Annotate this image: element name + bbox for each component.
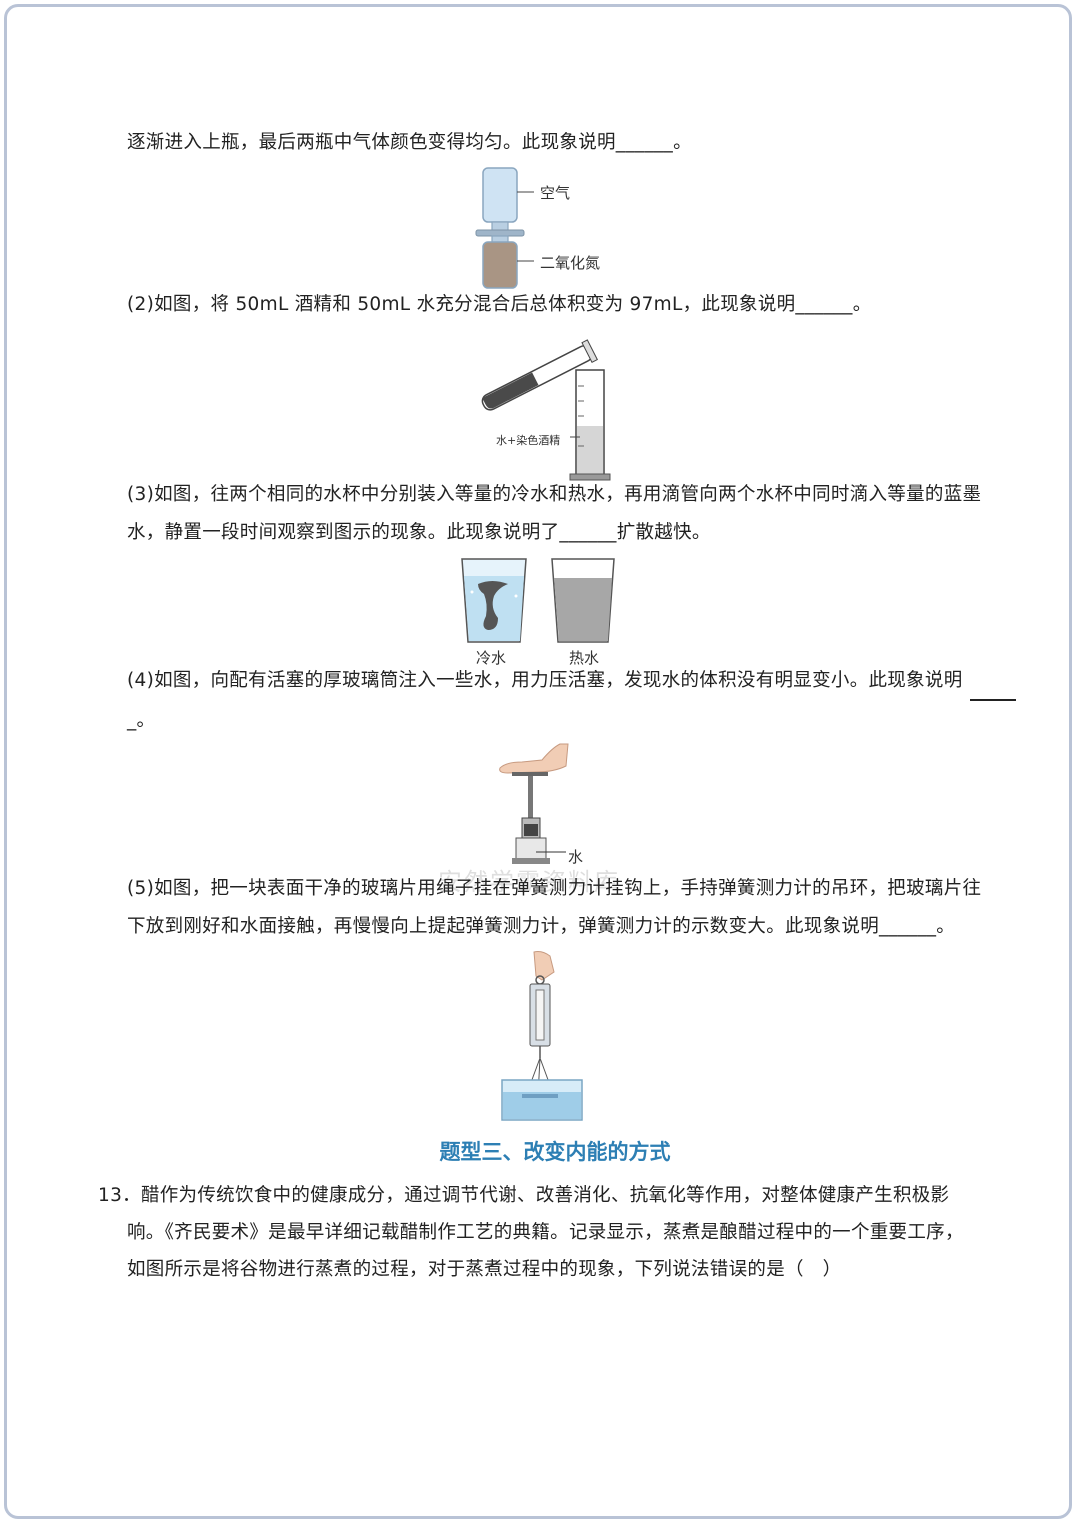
question-3-line1: (3)如图，往两个相同的水杯中分别装入等量的冷水和热水，再用滴管向两个水杯中同时… [127,484,982,505]
piston-figure [499,743,569,864]
question-4-line1: (4)如图，向配有活塞的厚玻璃筒注入一些水，用力压活塞，发现水的体积没有明显变小… [127,670,963,691]
water-cups-figure [461,558,615,643]
question-5-line2: 下放到刚好和水面接触，再慢慢向上提起弹簧测力计，弹簧测力计的示数变大。此现象说明… [127,916,956,937]
mixing-cylinder-figure [481,339,611,481]
water-label: 水 [568,848,584,866]
watermark: 安然学霸资料库 [438,868,620,896]
question-13-line3: 如图所示是将谷物进行蒸煮的过程，对于蒸煮过程中的现象，下列说法错误的是（ ） [127,1259,842,1280]
cold-water-label: 冷水 [476,649,507,667]
question-4-line2: _。 [127,710,156,731]
answer-blank [970,699,1016,701]
water-alcohol-label: 水+染色酒精 [496,434,561,447]
question-13-line2: 响。《齐民要术》是最早详细记载醋制作工艺的典籍。记录显示，蒸煮是酿醋过程中的一个… [127,1222,964,1243]
question-5-line1: (5)如图，把一块表面干净的玻璃片用绳子挂在弹簧测力计挂钩上，手持弹簧测力计的吊… [127,878,982,899]
air-label: 空气 [540,184,571,202]
question-3-line2: 水，静置一段时间观察到图示的现象。此现象说明了______扩散越快。 [127,522,711,543]
page-frame [4,4,1072,1519]
section-heading: 题型三、改变内能的方式 [439,1140,671,1164]
hot-water-label: 热水 [569,649,600,667]
question-2: (2)如图，将 50mL 酒精和 50mL 水充分混合后总体积变为 97mL，此… [127,294,872,315]
spring-scale-figure [501,951,583,1121]
nitrogen-dioxide-label: 二氧化氮 [540,254,601,272]
question-13-line1: 13．醋作为传统饮食中的健康成分，通过调节代谢、改善消化、抗氧化等作用，对整体健… [98,1185,950,1206]
gas-bottles-figure [475,167,534,289]
question-1-tail: 逐渐进入上瓶，最后两瓶中气体颜色变得均匀。此现象说明______。 [127,132,692,153]
